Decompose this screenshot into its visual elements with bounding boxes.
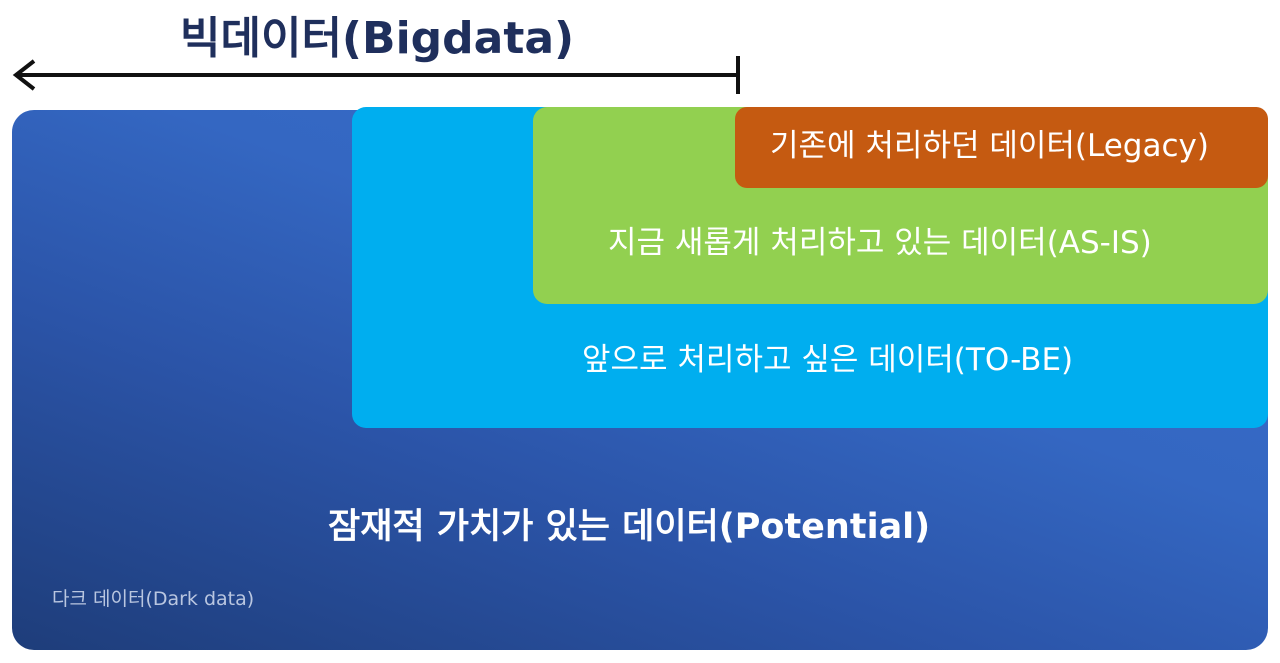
bigdata-scope-arrow: [12, 56, 740, 94]
diagram-title: 빅데이터(Bigdata): [180, 13, 575, 64]
potential-label: 잠재적 가치가 있는 데이터(Potential): [328, 507, 931, 547]
left-arrow-icon: [12, 59, 36, 91]
legacy-data-region: [735, 107, 1268, 188]
dark-data-label: 다크 데이터(Dark data): [52, 588, 255, 610]
to-be-label: 앞으로 처리하고 싶은 데이터(TO-BE): [582, 342, 1074, 378]
as-is-label: 지금 새롭게 처리하고 있는 데이터(AS-IS): [608, 225, 1152, 261]
legacy-label: 기존에 처리하던 데이터(Legacy): [770, 128, 1209, 164]
